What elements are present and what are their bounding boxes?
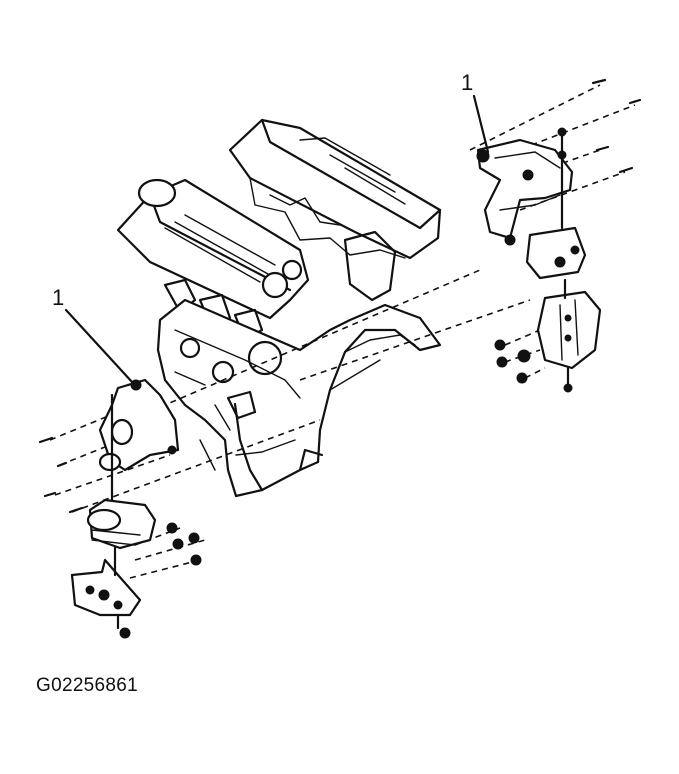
callout-label-top: 1 bbox=[461, 70, 474, 95]
callout-label-left: 1 bbox=[52, 285, 65, 310]
right-engine-mount bbox=[476, 78, 642, 393]
callout-leaders bbox=[64, 94, 490, 384]
bolt-alignment-lines bbox=[49, 84, 636, 579]
figure-id-label: G02256861 bbox=[36, 675, 139, 696]
engine-block bbox=[116, 118, 442, 498]
left-engine-mount bbox=[38, 378, 202, 639]
